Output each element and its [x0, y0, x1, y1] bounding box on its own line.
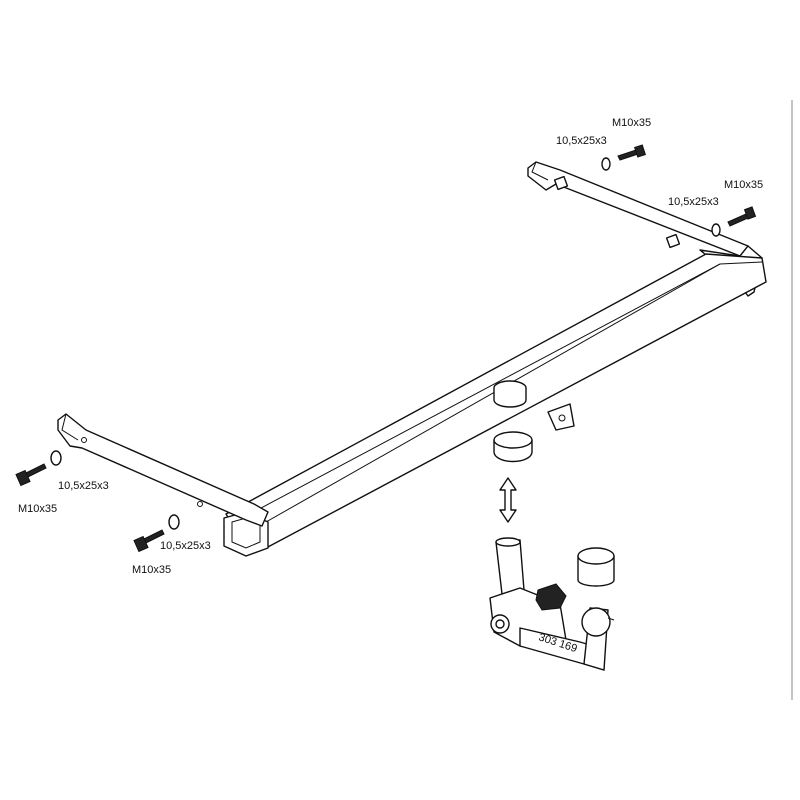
label-washer-left-upper: 10,5x25x3: [58, 480, 109, 492]
insert-arrow: [499, 477, 517, 523]
label-bolt-left-upper: M10x35: [18, 503, 57, 515]
bolt-top-right-lower: [727, 206, 757, 227]
main-cross-beam: [223, 253, 767, 557]
label-washer-top-right-upper: 10,5x25x3: [556, 135, 607, 147]
left-mounting-arm: [57, 413, 269, 527]
washer-top-right-lower: [711, 223, 721, 237]
label-washer-left-lower: 10,5x25x3: [160, 540, 211, 552]
bolt-left-upper: [15, 463, 47, 487]
label-bolt-left-lower: M10x35: [132, 564, 171, 576]
washer-top-right-upper: [601, 157, 611, 171]
bolt-top-right-upper: [617, 144, 646, 161]
washer-left-lower: [168, 514, 180, 530]
label-bolt-top-right-upper: M10x35: [612, 117, 651, 129]
bolt-left-lower: [133, 529, 165, 553]
center-socket: [493, 380, 575, 463]
label-bolt-top-right-lower: M10x35: [724, 179, 763, 191]
washer-left-upper: [50, 450, 62, 466]
label-washer-top-right-lower: 10,5x25x3: [668, 196, 719, 208]
tow-ball-assembly: 303 169: [489, 537, 615, 671]
